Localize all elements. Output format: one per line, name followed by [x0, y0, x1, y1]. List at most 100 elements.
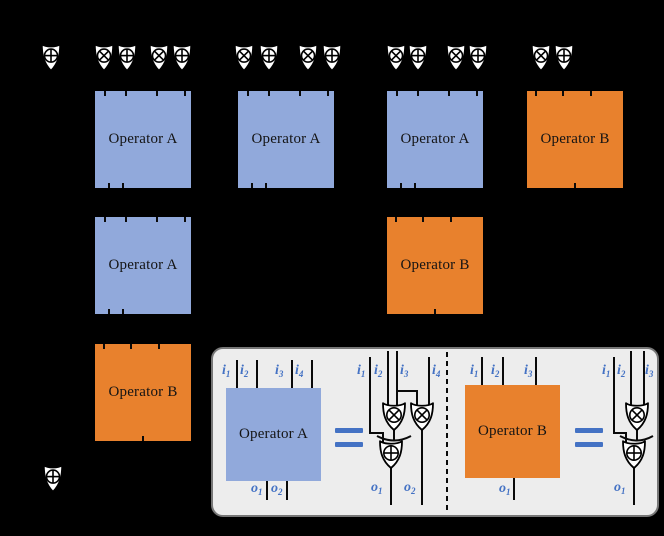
wire-stub — [534, 91, 537, 96]
wire-stub — [103, 91, 106, 96]
legend-opb-input-i2: i2 — [491, 363, 500, 379]
legend-opa-input-i2: i2 — [240, 363, 249, 379]
opa-block-wires — [236, 360, 313, 500]
legend-opa-output-o2: o2 — [271, 481, 283, 497]
wire-stub — [299, 91, 302, 96]
legend-opb-input-i3: i3 — [524, 363, 533, 379]
legend-opb-circuit-output-o1: o1 — [614, 480, 626, 496]
mul-shield-icon — [297, 42, 319, 73]
legend-opa-output-o1: o1 — [251, 481, 263, 497]
xor-shield-icon — [553, 42, 575, 73]
legend-operator-b-block: Operator B — [465, 385, 560, 478]
opa-circuit-wires — [369, 351, 430, 505]
wire-stub — [103, 217, 106, 222]
equals-sign — [575, 428, 603, 447]
legend-opa-circuit-input-i4: i4 — [432, 363, 441, 379]
xor-shield-icon — [407, 42, 429, 73]
xor-shield-icon — [171, 42, 193, 73]
mul-shield-icon — [530, 42, 552, 73]
mul-shield-icon — [445, 42, 467, 73]
operator-b-block: Operator B — [387, 217, 483, 314]
operator-b-label: Operator B — [400, 257, 470, 273]
legend-opa-circuit-input-i2: i2 — [374, 363, 383, 379]
xor-shield-icon — [116, 42, 138, 73]
legend-opb-circuit-input-i1: i1 — [602, 363, 611, 379]
wire-stub — [264, 183, 267, 188]
wire-stub — [156, 217, 159, 222]
wire-stub — [129, 344, 132, 349]
xor-input-arc — [619, 435, 654, 442]
xor-shield-icon — [258, 42, 280, 73]
mul-shield-icon — [385, 42, 407, 73]
legend-opb-output-o1: o1 — [499, 481, 511, 497]
wire-stub — [448, 91, 451, 96]
legend-wires — [236, 351, 654, 512]
legend-opa-input-i1: i1 — [222, 363, 231, 379]
operator-a-label: Operator A — [251, 131, 321, 147]
wire-stub — [156, 91, 159, 96]
wire-stub — [267, 91, 270, 96]
legend-opa-circuit-input-i1: i1 — [357, 363, 366, 379]
operator-b-label: Operator B — [477, 423, 548, 439]
wire-stub — [395, 91, 398, 96]
equals-sign — [335, 428, 363, 447]
operator-a-block: Operator A — [95, 217, 191, 314]
xor-shield-icon — [40, 42, 62, 73]
operator-b-label: Operator B — [108, 384, 178, 400]
xor-input-arc — [376, 435, 412, 442]
wire-stub — [108, 183, 111, 188]
mul-shield-icon — [233, 42, 255, 73]
wire-stub — [394, 217, 397, 222]
opb-circuit-wires — [613, 351, 645, 505]
mul-shield-icon — [93, 42, 115, 73]
wire-stub — [121, 309, 124, 314]
operator-a-block: Operator A — [95, 91, 191, 188]
wire-stub — [561, 91, 564, 96]
xor-shield-icon — [42, 463, 64, 494]
wire-stub — [246, 91, 249, 96]
wire-stub — [400, 183, 403, 188]
legend-operator-a-block: Operator A — [226, 388, 321, 481]
wire-stub — [142, 436, 145, 441]
operator-a-label: Operator A — [238, 426, 309, 442]
wire-stub — [421, 217, 424, 222]
legend-opa-circuit-input-i3: i3 — [400, 363, 409, 379]
operator-a-block: Operator A — [238, 91, 334, 188]
xor-shield-icon — [321, 42, 343, 73]
wire-stub — [476, 91, 479, 96]
wire-stub — [124, 217, 127, 222]
legend-opb-circuit-input-i2: i2 — [617, 363, 626, 379]
operator-b-block: Operator B — [95, 344, 191, 441]
wire-stub — [124, 91, 127, 96]
wire-stub — [251, 183, 254, 188]
legend-box: Operator A i1 i2 i3 i4 o1 o2 i1 i2 i — [211, 347, 659, 517]
wire-stub — [434, 309, 437, 314]
legend-opb-input-i1: i1 — [470, 363, 479, 379]
legend-opb-circuit-input-i3: i3 — [645, 363, 654, 379]
wire-stub — [102, 344, 105, 349]
mul-shield-icon — [148, 42, 170, 73]
wire-stub — [416, 91, 419, 96]
wire-stub — [121, 183, 124, 188]
wire-stub — [574, 183, 577, 188]
xor-shield-icon — [467, 42, 489, 73]
wire-stub — [450, 217, 453, 222]
operator-a-label: Operator A — [400, 131, 470, 147]
operator-a-label: Operator A — [108, 131, 178, 147]
opb-block-wires — [481, 357, 537, 500]
wire-stub — [413, 183, 416, 188]
xor-gate-icon — [621, 439, 647, 470]
wire-stub — [184, 217, 187, 222]
legend-opa-input-i3: i3 — [275, 363, 284, 379]
operator-b-block: Operator B — [527, 91, 623, 188]
legend-opa-input-i4: i4 — [295, 363, 304, 379]
legend-opa-circuit-output-o1: o1 — [371, 480, 383, 496]
wire-stub — [158, 344, 161, 349]
wire-stub — [184, 91, 187, 96]
wire-stub — [590, 91, 593, 96]
mul-gate-icon — [409, 401, 435, 432]
operator-b-label: Operator B — [540, 131, 610, 147]
mul-gate-icon — [624, 401, 650, 432]
wire-stub — [327, 91, 330, 96]
